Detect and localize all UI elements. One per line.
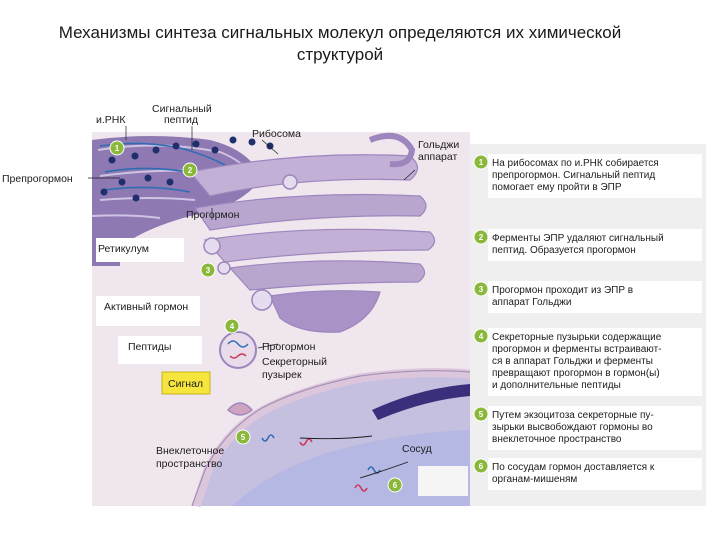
signal-box	[161, 371, 211, 395]
diagram-marker-2: 2	[182, 162, 198, 178]
step-number-3: 3	[473, 281, 489, 297]
diagram-marker-text: 2	[188, 166, 193, 175]
step-text-line: внеклеточное пространство	[492, 434, 622, 445]
step-number-5: 5	[473, 406, 489, 422]
vessel-wall	[372, 384, 470, 420]
golgi-apparatus	[188, 132, 436, 333]
step-text-line: Секреторные пузырьки содержащие	[492, 332, 662, 343]
exocytosis-vesicle	[227, 402, 253, 416]
step-5: 5 Путем экзоцитоза секреторные пу-зырьки …	[473, 406, 702, 450]
step-box	[488, 281, 702, 313]
step-number-4: 4	[473, 328, 489, 344]
label-active-hormone: Активный гормон	[104, 301, 188, 313]
diagram-markers: 1 2 3 4 5 6	[109, 140, 403, 493]
step-text-line: Ферменты ЭПР удаляют сигнальный	[492, 233, 664, 244]
step-text-line: помогает ему пройти в ЭПР	[492, 182, 622, 193]
steps-list: 1 На рибосомах по и.РНК собираетсяпрепрог…	[473, 154, 702, 490]
step-box	[488, 154, 702, 198]
step-box	[488, 458, 702, 490]
leader-lines	[88, 126, 416, 349]
step-2: 2 Ферменты ЭПР удаляют сигнальныйпептид. …	[473, 229, 702, 261]
slide-title: Механизмы синтеза сигнальных молекул опр…	[20, 22, 660, 66]
diagram-marker-3: 3	[200, 262, 216, 278]
step-text-line: превращают прогормон в гормон(ы)	[492, 368, 660, 379]
diagram-marker-text: 1	[115, 144, 120, 153]
step-number-text: 4	[479, 332, 484, 341]
label-secretory-1: Секреторный	[262, 356, 327, 368]
step-text-line: На рибосомах по и.РНК собирается	[492, 157, 659, 169]
label-signal-peptide-2: пептид	[164, 114, 198, 126]
label-peptides: Пептиды	[128, 341, 171, 353]
step-number-1: 1	[473, 154, 489, 170]
cell-membrane	[191, 368, 471, 508]
step-4: 4 Секреторные пузырьки содержащиепрогормо…	[473, 328, 702, 396]
label-secretory-2: пузырек	[262, 369, 302, 381]
step-text-line: По сосудам гормон доставляется к	[492, 462, 655, 473]
step-text-line: ся в аппарат Гольджи и ферменты	[492, 355, 653, 367]
label-extracellular-2: пространство	[156, 458, 222, 470]
step-box	[488, 328, 702, 396]
step-1: 1 На рибосомах по и.РНК собираетсяпрепрог…	[473, 154, 702, 198]
step-text-line: и дополнительные пептиды	[492, 380, 621, 391]
step-6: 6 По сосудам гормон доставляется корганам…	[473, 458, 702, 490]
step-number-text: 5	[479, 410, 484, 419]
title-line-1: Механизмы синтеза сигнальных молекул опр…	[58, 23, 622, 42]
step-number-6: 6	[473, 458, 489, 474]
step-text-line: прогормон и ферменты встраивают-	[492, 343, 662, 355]
label-golgi-1: Гольджи	[418, 139, 459, 151]
label-golgi-2: аппарат	[418, 151, 457, 163]
step-number-2: 2	[473, 229, 489, 245]
step-number-text: 2	[479, 233, 484, 242]
label-ribosome: Рибосома	[252, 128, 301, 140]
diagram-marker-text: 4	[230, 322, 235, 331]
label-preprohormone: Препрогормон	[2, 173, 73, 185]
step-text-line: органам-мишеням	[492, 474, 577, 485]
title-line-2: структурой	[296, 45, 384, 64]
step-text-line: Путем экзоцитоза секреторные пу-	[492, 410, 654, 421]
diagram-marker-1: 1	[109, 140, 125, 156]
step-number-text: 3	[479, 285, 484, 294]
ribosomes	[100, 136, 274, 202]
label-signal: Сигнал	[168, 378, 203, 390]
step-number-text: 6	[479, 462, 484, 471]
diagram-marker-6: 6	[387, 477, 403, 493]
steps-panel	[470, 144, 706, 506]
diagram-marker-5: 5	[235, 429, 251, 445]
step-box	[488, 229, 702, 261]
transport-vesicles	[203, 174, 298, 311]
label-vessel: Сосуд	[402, 443, 432, 455]
label-reticulum: Ретикулум	[98, 243, 149, 255]
label-prohormone-top: Прогормон	[186, 209, 240, 221]
secretory-vesicle	[219, 331, 257, 369]
diagram-marker-text: 3	[206, 266, 211, 275]
label-signal-peptide-1: Сигнальный	[152, 103, 212, 115]
step-text-line: препрогормон. Сигнальный пептид	[492, 170, 655, 181]
diagram-marker-text: 6	[393, 481, 398, 490]
label-extracellular-1: Внеклеточное	[156, 445, 224, 457]
step-number-text: 1	[479, 158, 484, 167]
step-text-line: зырьки высвобождают гормоны во	[492, 421, 653, 433]
blood-vessel	[232, 430, 470, 506]
step-text-line: пептид. Образуется прогормон	[492, 244, 636, 256]
flow-arrows	[299, 435, 409, 479]
step-text-line: Прогормон проходит из ЭПР в	[492, 285, 633, 296]
diagram-marker-4: 4	[224, 318, 240, 334]
step-text-line: аппарат Гольджи	[492, 297, 571, 308]
label-mrna: и.РНК	[96, 114, 126, 126]
step-box	[488, 406, 702, 450]
diagram-marker-text: 5	[241, 433, 246, 442]
label-prohormone-vesicle: Прогормон	[262, 341, 316, 353]
